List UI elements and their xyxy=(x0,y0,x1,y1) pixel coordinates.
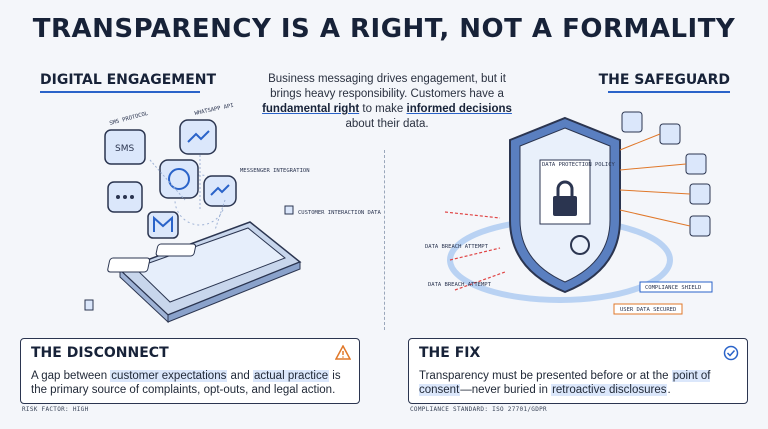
risk-factor-footer: RISK FACTOR: HIGH xyxy=(22,406,89,413)
disconnect-card: THE DISCONNECT A gap between customer ex… xyxy=(20,338,360,404)
digital-engagement-label: DIGITAL ENGAGEMENT xyxy=(40,72,216,93)
policy-doc-label: DATA PROTECTION POLICY xyxy=(542,162,616,168)
disconnect-text-3: is the primary source of complaints, opt… xyxy=(31,370,341,396)
customer-data-label: CUSTOMER INTERACTION DATA xyxy=(298,210,381,216)
highlight-retroactive-disclosures: retroactive disclosures xyxy=(551,384,668,396)
intro-line-2a: Customers have a xyxy=(410,88,504,100)
chat-bubble-icon xyxy=(107,181,143,213)
user-data-secured-label: USER DATA SECURED xyxy=(620,307,676,313)
intro-line-2c: to make xyxy=(359,103,407,115)
intro-text: Business messaging drives engagement, bu… xyxy=(262,72,512,132)
channel-sms-label: SMS PROTOCOL xyxy=(109,111,150,127)
gmail-icon xyxy=(147,211,179,239)
intro-line-1: Business messaging drives engagement, bu… xyxy=(268,73,506,100)
check-circle-icon xyxy=(723,345,739,361)
intro-line-2e: about their data. xyxy=(345,118,429,130)
compliance-standard-footer: COMPLIANCE STANDARD: ISO 27701/GDPR xyxy=(410,406,547,413)
fix-text-1: Transparency must be presented before or… xyxy=(419,370,672,382)
highlight-customer-expectations: customer expectations xyxy=(110,370,228,382)
safeguard-label: THE SAFEGUARD xyxy=(599,72,730,93)
center-divider xyxy=(384,150,385,330)
compliance-shield-tag xyxy=(639,281,713,293)
breach-arrows xyxy=(444,211,506,291)
intro-highlight-decisions: informed decisions xyxy=(406,103,512,115)
channel-messenger-label: MESSENGER INTEGRATION xyxy=(240,168,310,174)
messenger-icon-2 xyxy=(203,175,237,207)
sms-bubble-icon: SMS xyxy=(104,129,146,165)
user-icons-column xyxy=(619,111,711,237)
breach-label-1: DATA BREACH ATTEMPT xyxy=(425,244,489,250)
warning-icon xyxy=(335,345,351,360)
channel-whatsapp-label: WHATSAPP API xyxy=(194,103,234,117)
device-icon xyxy=(84,299,94,311)
intro-highlight-right: fundamental right xyxy=(262,103,360,115)
highlight-actual-practice: actual practice xyxy=(252,370,330,382)
fix-text-2: —never buried in xyxy=(460,384,552,396)
compliance-shield-label: COMPLIANCE SHIELD xyxy=(645,285,701,291)
fix-title: THE FIX xyxy=(419,345,481,361)
disconnect-text-1: A gap between xyxy=(31,370,111,382)
messenger-icon xyxy=(179,119,217,155)
breach-label-2: DATA BREACH ATTEMPT xyxy=(428,282,492,288)
disconnect-text: A gap between customer expectations and … xyxy=(31,369,349,397)
fix-card: THE FIX Transparency must be presented b… xyxy=(408,338,748,404)
fix-text-3: . xyxy=(667,384,671,396)
shield-icon xyxy=(447,116,673,303)
data-cube-icon xyxy=(284,205,294,215)
user-data-secured-tag xyxy=(613,303,683,315)
page-title: TRANSPARENCY IS A RIGHT, NOT A FORMALITY xyxy=(32,14,736,44)
svg-text:SMS: SMS xyxy=(115,144,134,154)
disconnect-title: THE DISCONNECT xyxy=(31,345,169,361)
fix-text: Transparency must be presented before or… xyxy=(419,369,737,397)
whatsapp-icon xyxy=(159,159,199,199)
phone-illustration xyxy=(107,174,302,324)
disconnect-text-2: and xyxy=(227,370,253,382)
